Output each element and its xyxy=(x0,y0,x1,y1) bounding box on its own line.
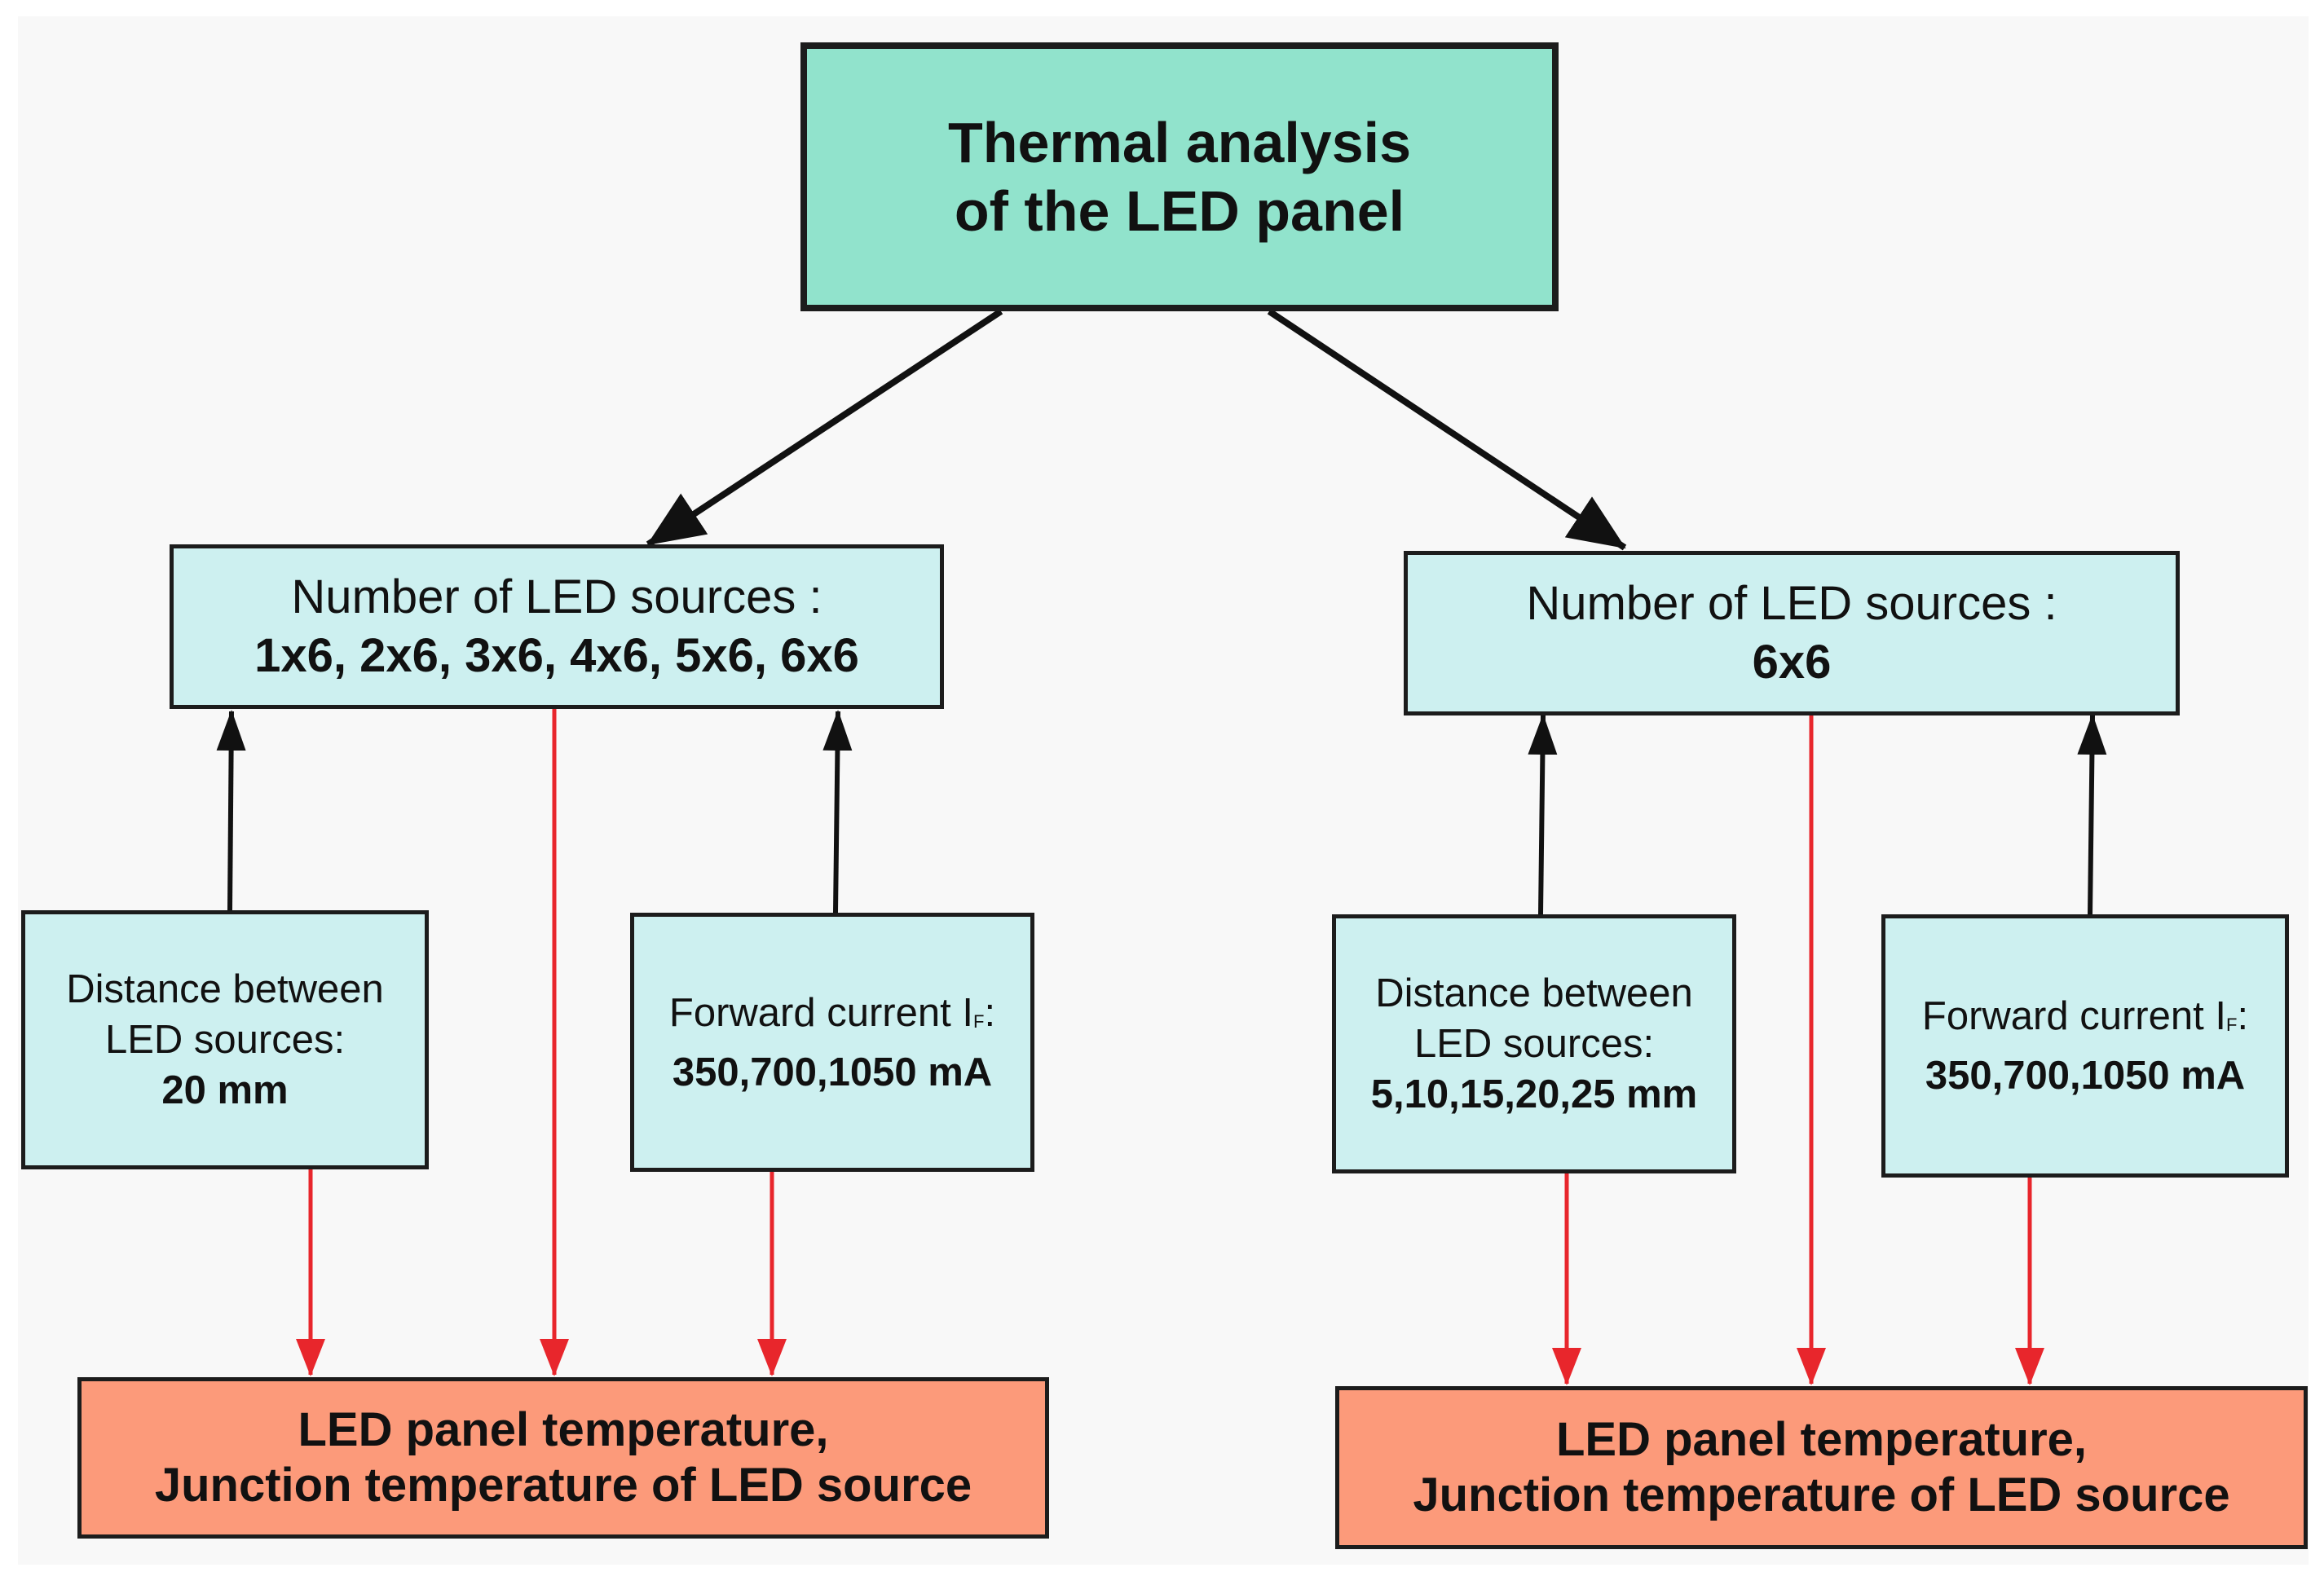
left-distance-to-node-arrow xyxy=(216,710,246,911)
right-distance-to-node-arrow xyxy=(1528,714,1558,915)
right-current-label-colon: : xyxy=(2237,994,2249,1038)
left-distance-line1: Distance between xyxy=(66,967,384,1011)
left-output-line1: LED panel temperature, xyxy=(298,1403,829,1456)
left-distance-value: 20 mm xyxy=(161,1068,289,1112)
right-distance-line1: Distance between xyxy=(1375,971,1693,1015)
left-output-node: LED panel temperature, Junction temperat… xyxy=(77,1377,1049,1539)
root-to-right-arrow xyxy=(1267,308,1627,551)
left-current-value: 350,700,1050 mA xyxy=(672,1050,993,1094)
root-title-line2: of the LED panel xyxy=(954,179,1405,243)
right-sources-value: 6x6 xyxy=(1752,636,1832,689)
left-current-label: Forward current IF: xyxy=(669,988,995,1047)
left-current-label-subscript: F xyxy=(972,1010,985,1032)
right-output-node: LED panel temperature, Junction temperat… xyxy=(1335,1386,2308,1549)
left-current-to-node-arrow xyxy=(822,710,853,914)
left-distance-line2: LED sources: xyxy=(104,1018,346,1062)
right-current-value: 350,700,1050 mA xyxy=(1925,1054,2246,1098)
right-output-line1: LED panel temperature, xyxy=(1555,1413,2088,1466)
root-title-line1: Thermal analysis xyxy=(947,111,1412,174)
left-sources-value: 1x6, 2x6, 3x6, 4x6, 5x6, 6x6 xyxy=(254,629,859,682)
right-output-line2: Junction temperature of LED source xyxy=(1413,1468,2230,1521)
right-current-label-text: Forward current I xyxy=(1921,994,2226,1038)
right-current-label-subscript: F xyxy=(2225,1015,2238,1035)
right-current-to-node-arrow xyxy=(2077,714,2107,915)
right-sources-node: Number of LED sources : 6x6 xyxy=(1404,551,2180,715)
right-distance-value: 5,10,15,20,25 mm xyxy=(1370,1072,1698,1116)
left-sources-label: Number of LED sources : xyxy=(291,570,822,623)
left-current-label-colon: : xyxy=(984,990,996,1035)
left-output-line2: Junction temperature of LED source xyxy=(154,1459,972,1512)
left-sources-node: Number of LED sources : 1x6, 2x6, 3x6, 4… xyxy=(170,544,944,709)
left-current-node: Forward current IF: 350,700,1050 mA xyxy=(630,913,1034,1172)
right-sources-label: Number of LED sources : xyxy=(1526,577,2057,630)
left-distance-node: Distance between LED sources: 20 mm xyxy=(21,910,429,1169)
right-distance-node: Distance between LED sources: 5,10,15,20… xyxy=(1332,914,1736,1173)
root-node: Thermal analysis of the LED panel xyxy=(800,42,1559,311)
right-distance-line2: LED sources: xyxy=(1413,1022,1655,1066)
right-current-node: Forward current IF: 350,700,1050 mA xyxy=(1881,914,2289,1178)
root-to-left-arrow xyxy=(646,308,1003,548)
left-current-label-text: Forward current I xyxy=(668,990,973,1035)
right-current-label: Forward current IF: xyxy=(1922,991,2248,1050)
